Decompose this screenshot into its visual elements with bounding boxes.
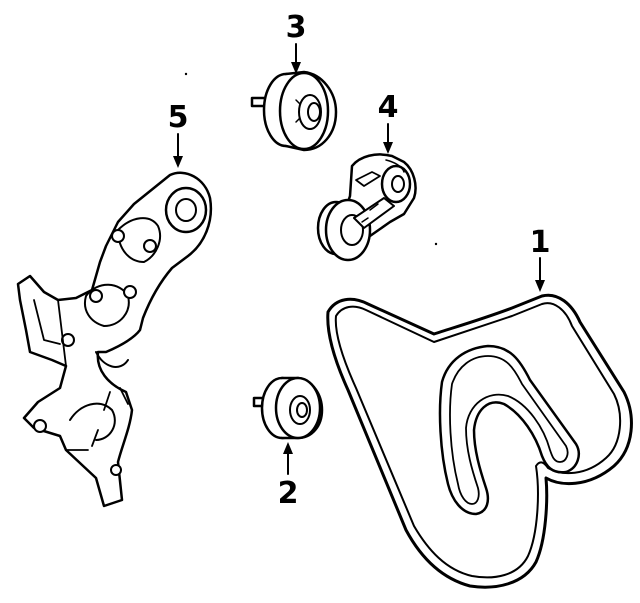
mounting-bracket — [16, 171, 213, 508]
belt-tensioner — [316, 153, 417, 262]
callout-2: 2 — [278, 442, 299, 511]
scan-speck — [434, 242, 438, 246]
idler-pulley-upper — [250, 70, 338, 152]
callout-4: 4 — [378, 90, 399, 154]
callout-label: 5 — [168, 100, 189, 135]
arrowhead — [283, 442, 293, 454]
scan-speck — [184, 72, 188, 76]
callout-3: 3 — [286, 10, 307, 74]
serpentine-belt — [326, 293, 633, 589]
callout-label: 2 — [278, 476, 299, 511]
arrowhead — [383, 142, 393, 154]
callout-5: 5 — [168, 100, 189, 168]
idler-pulley-lower — [252, 376, 324, 440]
arrowhead — [291, 62, 301, 74]
callout-1: 1 — [530, 225, 551, 292]
callout-label: 1 — [530, 225, 551, 260]
callout-label: 4 — [378, 90, 399, 125]
callout-label: 3 — [286, 10, 307, 45]
arrowhead — [173, 156, 183, 168]
arrowhead — [535, 280, 545, 292]
